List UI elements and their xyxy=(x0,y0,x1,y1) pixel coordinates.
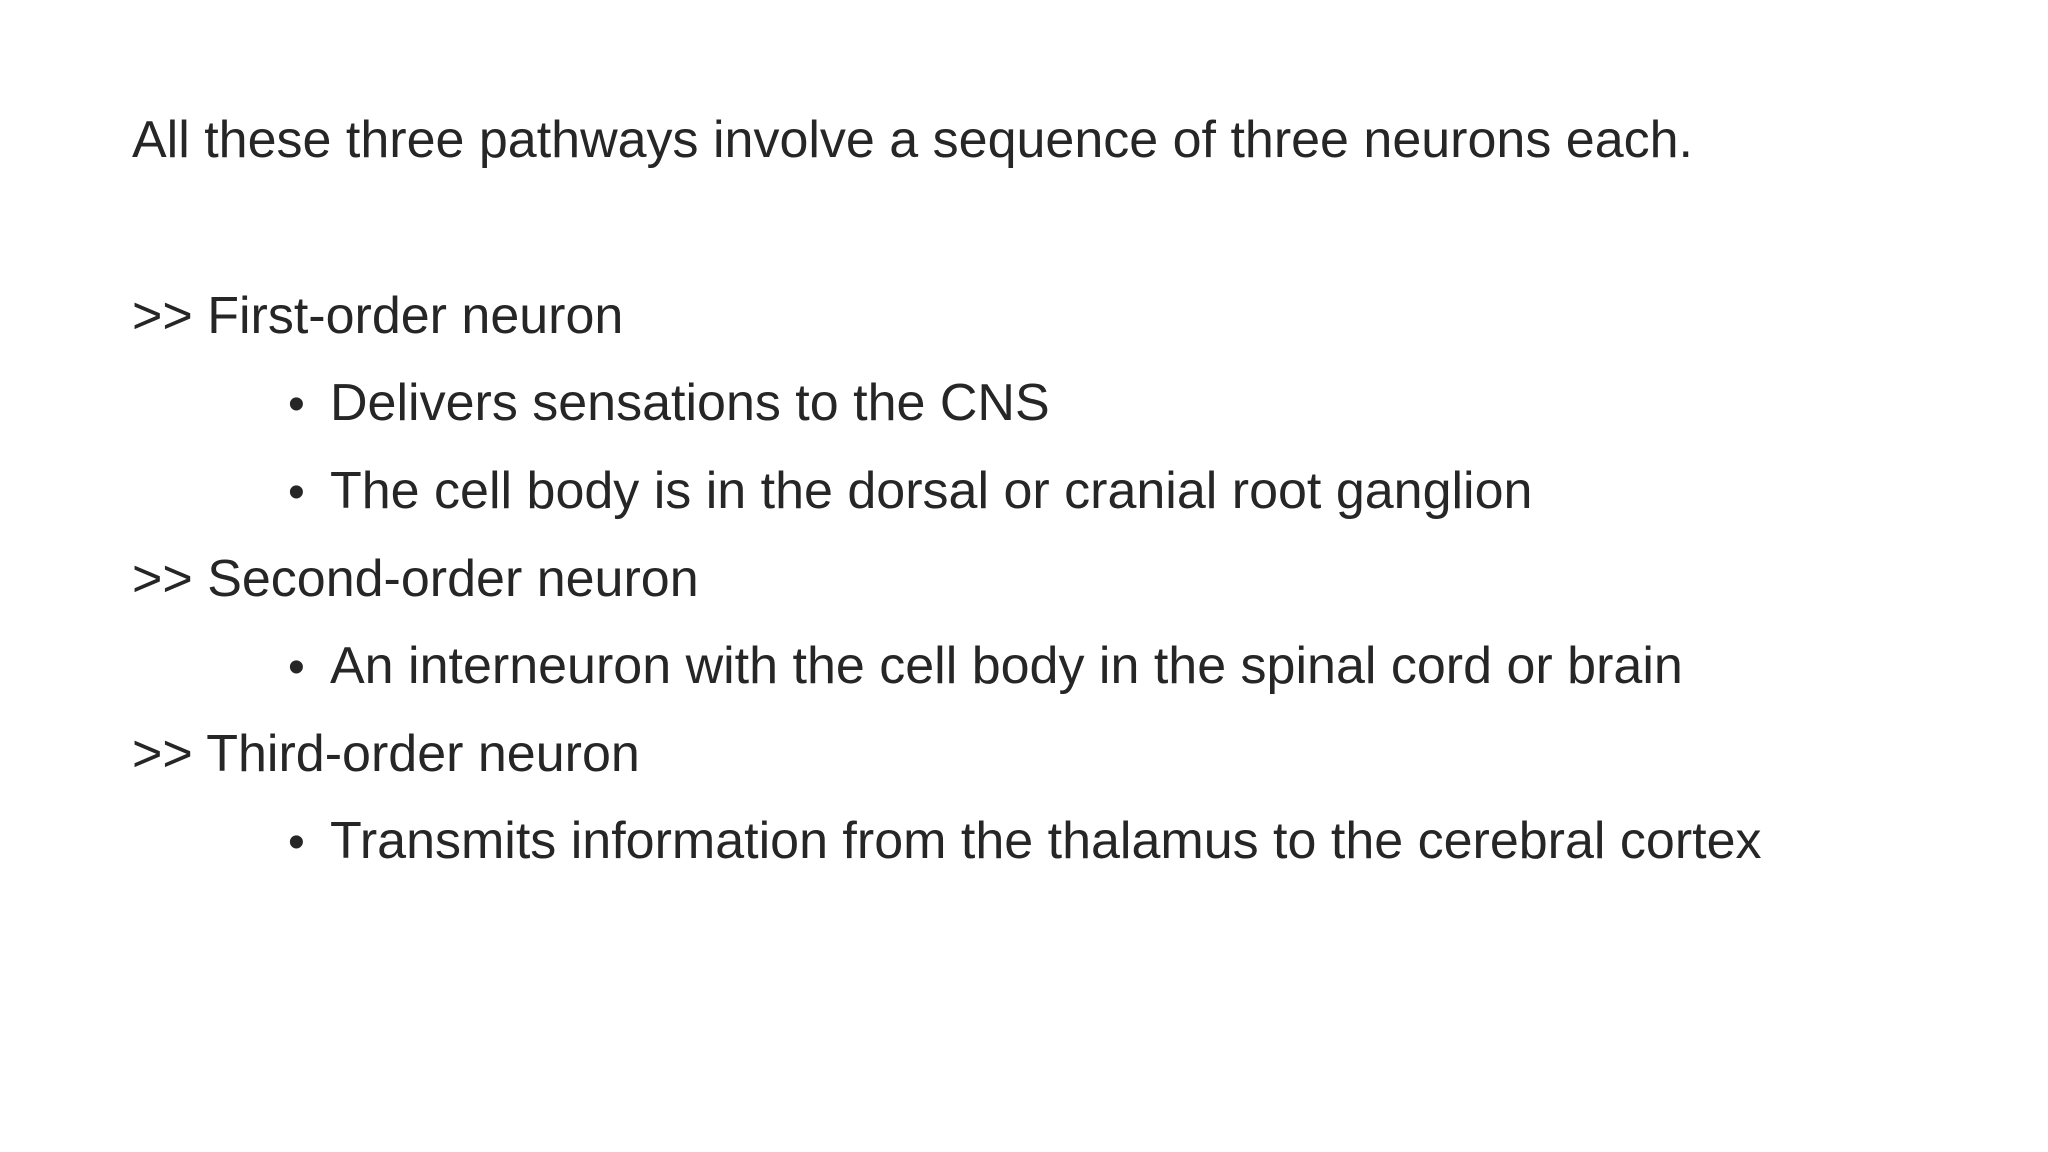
section-heading-text: Second-order neuron xyxy=(207,550,699,608)
section-heading-third-order: >> Third-order neuron xyxy=(132,711,1932,798)
bullet-icon: • xyxy=(288,641,305,694)
bullet-point: • An interneuron with the cell body in th… xyxy=(288,623,1932,711)
bullet-icon: • xyxy=(288,816,305,869)
marker: >> xyxy=(132,287,193,345)
bullet-text: An interneuron with the cell body in the… xyxy=(330,637,1683,695)
bullet-text: Delivers sensations to the CNS xyxy=(330,374,1050,432)
bullet-point: • The cell body is in the dorsal or crani… xyxy=(288,448,1932,536)
marker: >> xyxy=(132,725,193,783)
marker: >> xyxy=(132,550,193,608)
bullet-text: The cell body is in the dorsal or crania… xyxy=(330,462,1533,520)
bullet-point: • Transmits information from the thalamus… xyxy=(288,798,1932,886)
section-heading-text: First-order neuron xyxy=(207,287,624,345)
slide-content: All these three pathways involve a seque… xyxy=(132,100,1932,886)
section-heading-text: Third-order neuron xyxy=(206,725,640,783)
section-heading-second-order: >> Second-order neuron xyxy=(132,536,1932,623)
bullet-icon: • xyxy=(288,378,305,431)
intro-text: All these three pathways involve a seque… xyxy=(132,111,1693,169)
bullet-text: Transmits information from the thalamus … xyxy=(330,812,1762,870)
bullet-icon: • xyxy=(288,466,305,519)
section-heading-first-order: >> First-order neuron xyxy=(132,273,1932,360)
bullet-point: • Delivers sensations to the CNS xyxy=(288,360,1932,448)
